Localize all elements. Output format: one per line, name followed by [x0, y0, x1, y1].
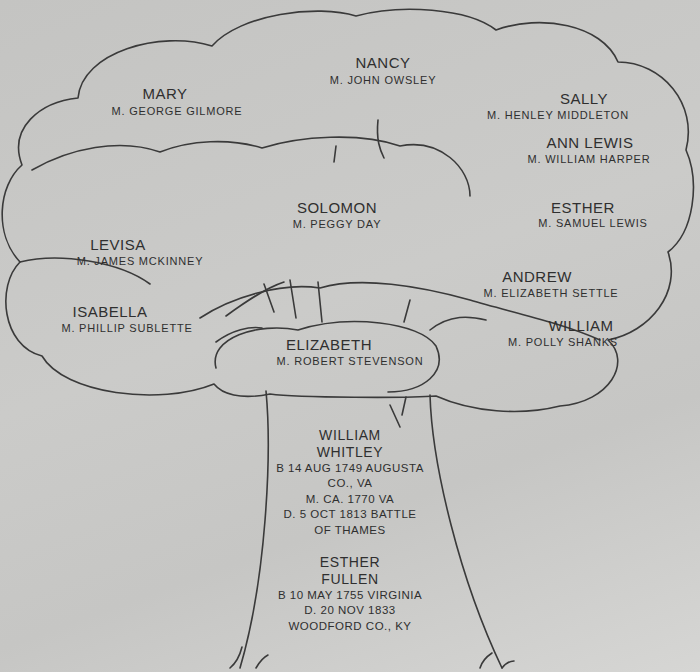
child-name: MARY [142, 86, 187, 101]
spouse-name: M. PEGGY DAY [293, 219, 382, 230]
spouse-name: M. SAMUEL LEWIS [538, 218, 647, 229]
tree-canopy: NANCY M. JOHN OWSLEY MARY M. GEORGE GILMORE… [0, 0, 700, 420]
child-name: LEVISA [90, 237, 146, 252]
spouse-name: M. HENLEY MIDDLETON [487, 110, 629, 121]
spouse-name: M. GEORGE GILMORE [112, 106, 243, 117]
spouse-name: M. JAMES MCKINNEY [77, 256, 204, 267]
child-name: ANDREW [502, 269, 572, 284]
parent-name: ESTHER FULLEN [295, 554, 405, 588]
child-name: SOLOMON [297, 200, 377, 215]
spouse-name: M. WILLIAM HARPER [527, 154, 650, 165]
child-name: SALLY [560, 91, 608, 106]
life-dates: B 14 AUG 1749 AUGUSTA CO., VA [274, 461, 426, 492]
trunk-text: WILLIAM WHITLEYB 14 AUG 1749 AUGUSTA CO.… [274, 427, 426, 634]
child-name: ESTHER [551, 200, 615, 215]
spouse-name: M. POLLY SHANKS [508, 337, 618, 348]
life-dates: D. 5 OCT 1813 BATTLE OF THAMES [274, 507, 426, 538]
spouse-name: M. PHILLIP SUBLETTE [61, 323, 192, 334]
spouse-name: M. ELIZABETH SETTLE [483, 288, 618, 299]
spouse-name: M. JOHN OWSLEY [330, 75, 437, 86]
spouse-name: M. ROBERT STEVENSON [277, 356, 424, 367]
tree-trunk: WILLIAM WHITLEYB 14 AUG 1749 AUGUSTA CO.… [230, 385, 510, 672]
life-dates: B 10 MAY 1755 VIRGINIA [274, 588, 426, 604]
child-name: WILLIAM [548, 318, 613, 333]
life-dates: M. CA. 1770 VA [274, 492, 426, 508]
child-name: ISABELLA [73, 304, 148, 319]
child-name: NANCY [355, 55, 410, 70]
life-dates: D. 20 NOV 1833 WOODFORD CO., KY [274, 603, 426, 634]
child-name: ELIZABETH [286, 337, 372, 352]
parent-name: WILLIAM WHITLEY [295, 427, 405, 461]
child-name: ANN LEWIS [546, 135, 633, 150]
